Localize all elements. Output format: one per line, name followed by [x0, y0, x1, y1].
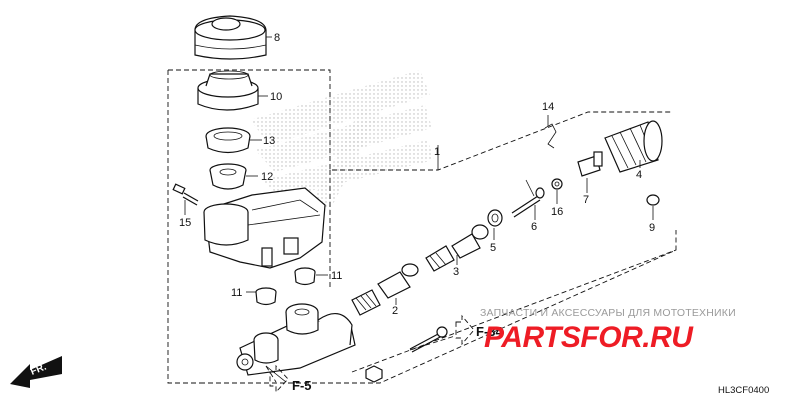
wing-logo-watermark [250, 70, 434, 210]
reservoir-plug-part [294, 267, 316, 286]
callout-14: 14 [542, 101, 554, 113]
spring-clip-part [544, 123, 557, 149]
boot-part [604, 120, 663, 173]
callouts: 1 2 3 4 5 6 7 8 9 10 11 11 12 13 14 15 1… [179, 32, 655, 317]
callout-1: 1 [434, 146, 440, 158]
reservoir-body-part [203, 187, 326, 269]
callout-3: 3 [453, 266, 459, 278]
reference-f5-label: F-5 [292, 378, 312, 393]
diaphragm-part [205, 127, 251, 154]
mounting-nut-part [365, 365, 383, 383]
shop-watermark: ЗАПЧАСТИ И АКСЕССУАРЫ ДЛЯ МОТОТЕХНИКИ PA… [480, 307, 736, 354]
callout-7: 7 [583, 194, 589, 206]
front-arrow-icon: FR. [10, 356, 62, 388]
mounting-bolt-part [409, 326, 448, 353]
diagram-code: HL3CF0400 [718, 385, 769, 396]
callout-4: 4 [636, 169, 642, 181]
watermark-logo: PARTSFOR.RU [484, 321, 694, 354]
callout-9: 9 [649, 222, 655, 234]
diaphragm-plate-part [197, 70, 259, 111]
callout-11b: 11 [231, 287, 242, 299]
callout-10: 10 [270, 91, 282, 103]
callout-5: 5 [490, 242, 496, 254]
callout-13: 13 [263, 135, 275, 147]
snap-ring-part [487, 209, 503, 227]
secondary-piston-part [351, 263, 419, 316]
reservoir-screw-part [172, 183, 199, 206]
callout-8: 8 [274, 32, 280, 44]
bolt-part [646, 194, 660, 206]
push-rod-part [511, 179, 545, 218]
callout-2: 2 [392, 305, 398, 317]
leader-lines [184, 36, 654, 383]
reference-f34[interactable]: F-34 [409, 314, 504, 351]
callout-12: 12 [261, 171, 273, 183]
callout-16: 16 [551, 206, 563, 218]
callout-11a: 11 [331, 270, 342, 282]
callout-6: 6 [531, 221, 537, 233]
callout-15: 15 [179, 217, 191, 229]
joint-part [577, 151, 603, 177]
reservoir-plug-part [255, 287, 277, 306]
assembly-outline [167, 69, 677, 384]
reservoir-cap-part [194, 15, 267, 60]
float-part [209, 163, 247, 190]
reference-f5[interactable]: F-5 [265, 364, 312, 394]
lock-nut-part [551, 178, 563, 190]
master-cylinder-body-part [236, 303, 356, 376]
primary-piston-part [425, 224, 489, 272]
watermark-tagline: ЗАПЧАСТИ И АКСЕССУАРЫ ДЛЯ МОТОТЕХНИКИ [480, 307, 736, 319]
reference-f34-label: F-34 [476, 324, 504, 339]
